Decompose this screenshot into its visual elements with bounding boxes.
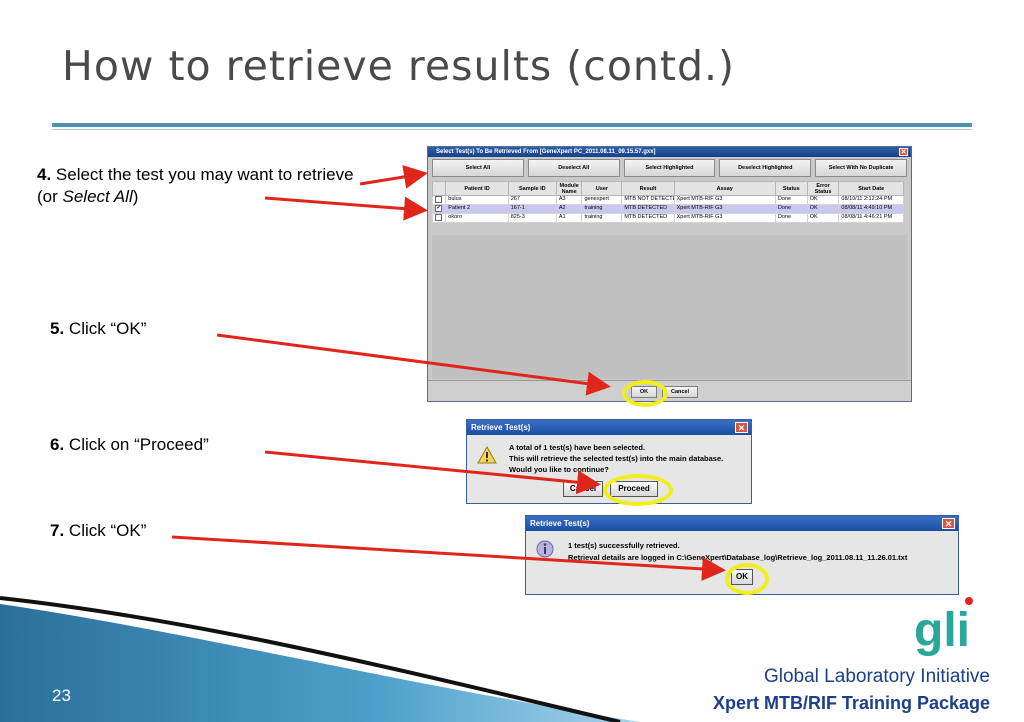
window-title: Select Test(s) To Be Retrieved From [Gen… — [436, 149, 656, 155]
dialog-title: Retrieve Test(s) — [471, 423, 531, 432]
footer-swoosh — [0, 596, 640, 722]
step-4-emphasis: Select All — [62, 187, 133, 206]
arrow-to-final-ok — [171, 535, 726, 581]
select-highlighted-button[interactable]: Select Highlighted — [623, 159, 716, 177]
column-header-select — [431, 181, 447, 196]
dialog-message-line-3: Would you like to continue? — [509, 465, 609, 474]
step-6-text: 6. Click on “Proceed” — [50, 434, 209, 456]
step-6-body: Click on “Proceed” — [64, 435, 209, 454]
step-4-body: Select the test you may want to retrieve… — [37, 165, 354, 206]
table-empty-area — [432, 235, 907, 379]
cell-patient-id: okoro — [445, 212, 509, 223]
select-no-duplicate-button[interactable]: Select With No Duplicate — [815, 159, 907, 177]
warning-icon — [477, 446, 497, 464]
arrow-to-proceed — [264, 450, 601, 495]
highlight-ring-ok — [622, 380, 668, 407]
highlight-ring-proceed — [603, 474, 673, 506]
dialog-titlebar[interactable]: Retrieve Test(s) ✕ — [467, 420, 751, 435]
close-icon[interactable]: ✕ — [735, 422, 748, 433]
step-4-number: 4. — [37, 165, 52, 184]
title-divider — [52, 123, 972, 127]
footer-package: Xpert MTB/RIF Training Package — [712, 693, 990, 713]
cell-result: MTB DETECTED — [621, 212, 675, 223]
selection-toolbar: Select All Deselect All Select Highlight… — [428, 157, 911, 179]
title-divider-thin — [52, 129, 972, 130]
highlight-ring-final-ok — [725, 563, 769, 595]
step-7-body: Click “OK” — [64, 521, 147, 540]
row-checkbox[interactable] — [435, 214, 442, 221]
column-header-status[interactable]: Status — [774, 181, 808, 196]
step-5-text: 5. Click “OK” — [50, 318, 146, 340]
dialog-title: Retrieve Test(s) — [530, 519, 590, 528]
deselect-all-button[interactable]: Deselect All — [527, 159, 620, 177]
column-header-start-date[interactable]: Start Date — [838, 181, 904, 196]
dialog-message-line-1: A total of 1 test(s) have been selected. — [509, 443, 646, 452]
step-5-number: 5. — [50, 319, 65, 338]
info-icon — [536, 540, 554, 558]
dialog-message-line-2: Retrieval details are logged in C:\GeneX… — [568, 553, 908, 562]
slide-title: How to retrieve results (contd.) — [62, 42, 736, 90]
arrow-to-ok — [216, 333, 611, 396]
close-icon[interactable]: ✕ — [899, 148, 908, 156]
column-header-assay[interactable]: Assay — [673, 181, 776, 196]
tests-table: Patient ID Sample ID Module Name User Re… — [431, 181, 904, 223]
cell-assay: Xpert MTB-RIF G3 — [673, 212, 776, 223]
step-4-close: ) — [132, 187, 139, 206]
step-4-text: 4. Select the test you may want to retri… — [37, 164, 377, 208]
column-header-user[interactable]: User — [581, 181, 623, 196]
step-5-body: Click “OK” — [64, 319, 147, 338]
row-checkbox[interactable]: ✔ — [435, 204, 442, 212]
page-number: 23 — [52, 686, 71, 705]
column-header-patient-id[interactable]: Patient ID — [445, 181, 509, 196]
row-checkbox[interactable] — [435, 196, 442, 203]
table-row[interactable]: okoro 825-3 A1 training MTB DETECTED Xpe… — [431, 212, 904, 223]
step-7-number: 7. — [50, 521, 65, 540]
step-6-number: 6. — [50, 435, 65, 454]
column-header-sample-id[interactable]: Sample ID — [507, 181, 557, 196]
footer-organization: Global Laboratory Initiative — [763, 666, 990, 687]
table-row[interactable]: ✔ Patient 2 167-1 A2 training MTB DETECT… — [431, 203, 904, 214]
select-tests-window: Select Test(s) To Be Retrieved From [Gen… — [427, 146, 912, 402]
cell-sample-id: 825-3 — [507, 212, 557, 223]
dialog-message-line-2: This will retrieve the selected test(s) … — [509, 454, 724, 463]
logo-wordmark: gli — [914, 604, 970, 657]
close-icon[interactable]: ✕ — [942, 518, 955, 529]
arrow-to-table-header — [359, 165, 428, 189]
cell-start-date: 08/08/11 4:46:21 PM — [838, 212, 904, 223]
gli-logo: gli — [914, 597, 973, 657]
column-header-error-status[interactable]: Error Status — [806, 181, 840, 196]
column-header-result[interactable]: Result — [621, 181, 675, 196]
table-header-row: Patient ID Sample ID Module Name User Re… — [431, 181, 904, 196]
dialog-titlebar[interactable]: Retrieve Test(s) ✕ — [526, 516, 958, 531]
step-7-text: 7. Click “OK” — [50, 520, 146, 542]
dialog-message-line-1: 1 test(s) successfully retrieved. — [568, 541, 680, 550]
select-all-button[interactable]: Select All — [432, 159, 524, 177]
deselect-highlighted-button[interactable]: Deselect Highlighted — [719, 159, 812, 177]
select-tests-titlebar[interactable]: Select Test(s) To Be Retrieved From [Gen… — [428, 147, 911, 157]
arrow-to-selected-row — [264, 196, 428, 221]
